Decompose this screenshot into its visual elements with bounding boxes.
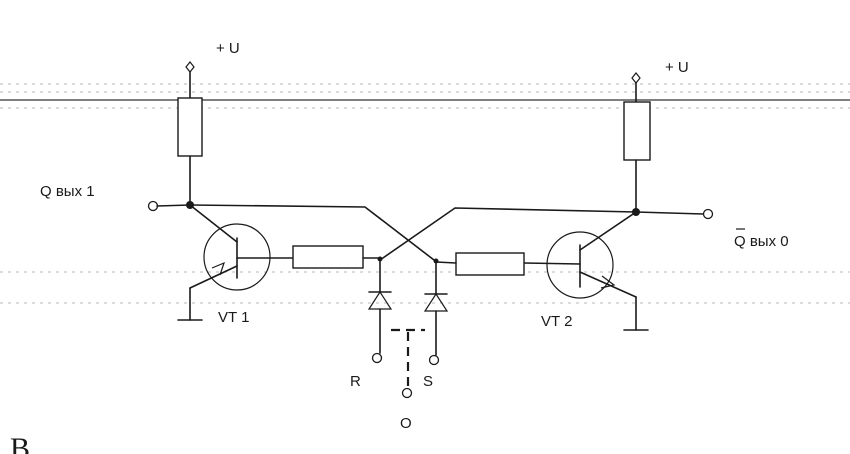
qbar-suffix: вых 0 [746,233,789,250]
corner-text: B [10,432,30,454]
wire [379,207,637,261]
qbar-output-terminal [702,208,714,220]
vt2-collector [579,211,637,251]
base-resistor-right [455,252,525,276]
left-supply [177,61,203,206]
collector-resistor-left [177,97,203,157]
qbar-output [632,208,714,220]
vt1-collector [189,204,238,243]
supply-left-label: + U [216,40,240,57]
vt2-label: VT 2 [541,313,572,330]
vt1-body [203,223,271,291]
transistor-vt2 [523,211,649,331]
wire [156,204,191,207]
diode-r-triangle [367,290,393,310]
vt1-label: VT 1 [218,309,249,326]
scan-artifacts [0,83,850,304]
vt2-body [546,231,614,299]
right-supply [623,72,651,213]
diode-s-triangle [423,292,449,312]
qbar-output-label: Q вых 0 [734,233,789,250]
diode-s [423,260,449,366]
qbar-letter: Q [734,233,746,250]
r-input-terminal [371,352,383,364]
collector-resistor-right [623,101,651,161]
cross-coupling [189,204,637,261]
q-output-label: Q вых 1 [40,183,95,200]
transistor-vt1 [177,204,294,321]
wire [635,211,704,215]
diode-r [367,258,393,364]
supply-terminal-right [631,72,641,84]
vt2-emitter-arrow [600,275,616,289]
wire [435,261,457,264]
wire [189,204,435,261]
q-output [147,200,194,212]
s-input-label: S [423,373,433,390]
s-input-terminal [428,354,440,366]
vt2-emitter [579,271,637,298]
base-resistor-left [292,245,364,269]
wire [523,262,581,265]
base-resistors [292,245,525,276]
supply-right-label: + U [665,59,689,76]
q-output-terminal [147,200,159,212]
vt1-emitter [189,265,238,289]
supply-terminal-left [185,61,195,73]
vt1-emitter-arrow [211,261,225,276]
o-link [391,328,425,399]
o-input-terminal [401,387,413,399]
labels: + U + U Q вых 1 Q вых 0 VT 1 VT 2 R S O … [10,40,789,454]
r-input-label: R [350,373,361,390]
o-input-label: O [400,415,412,432]
